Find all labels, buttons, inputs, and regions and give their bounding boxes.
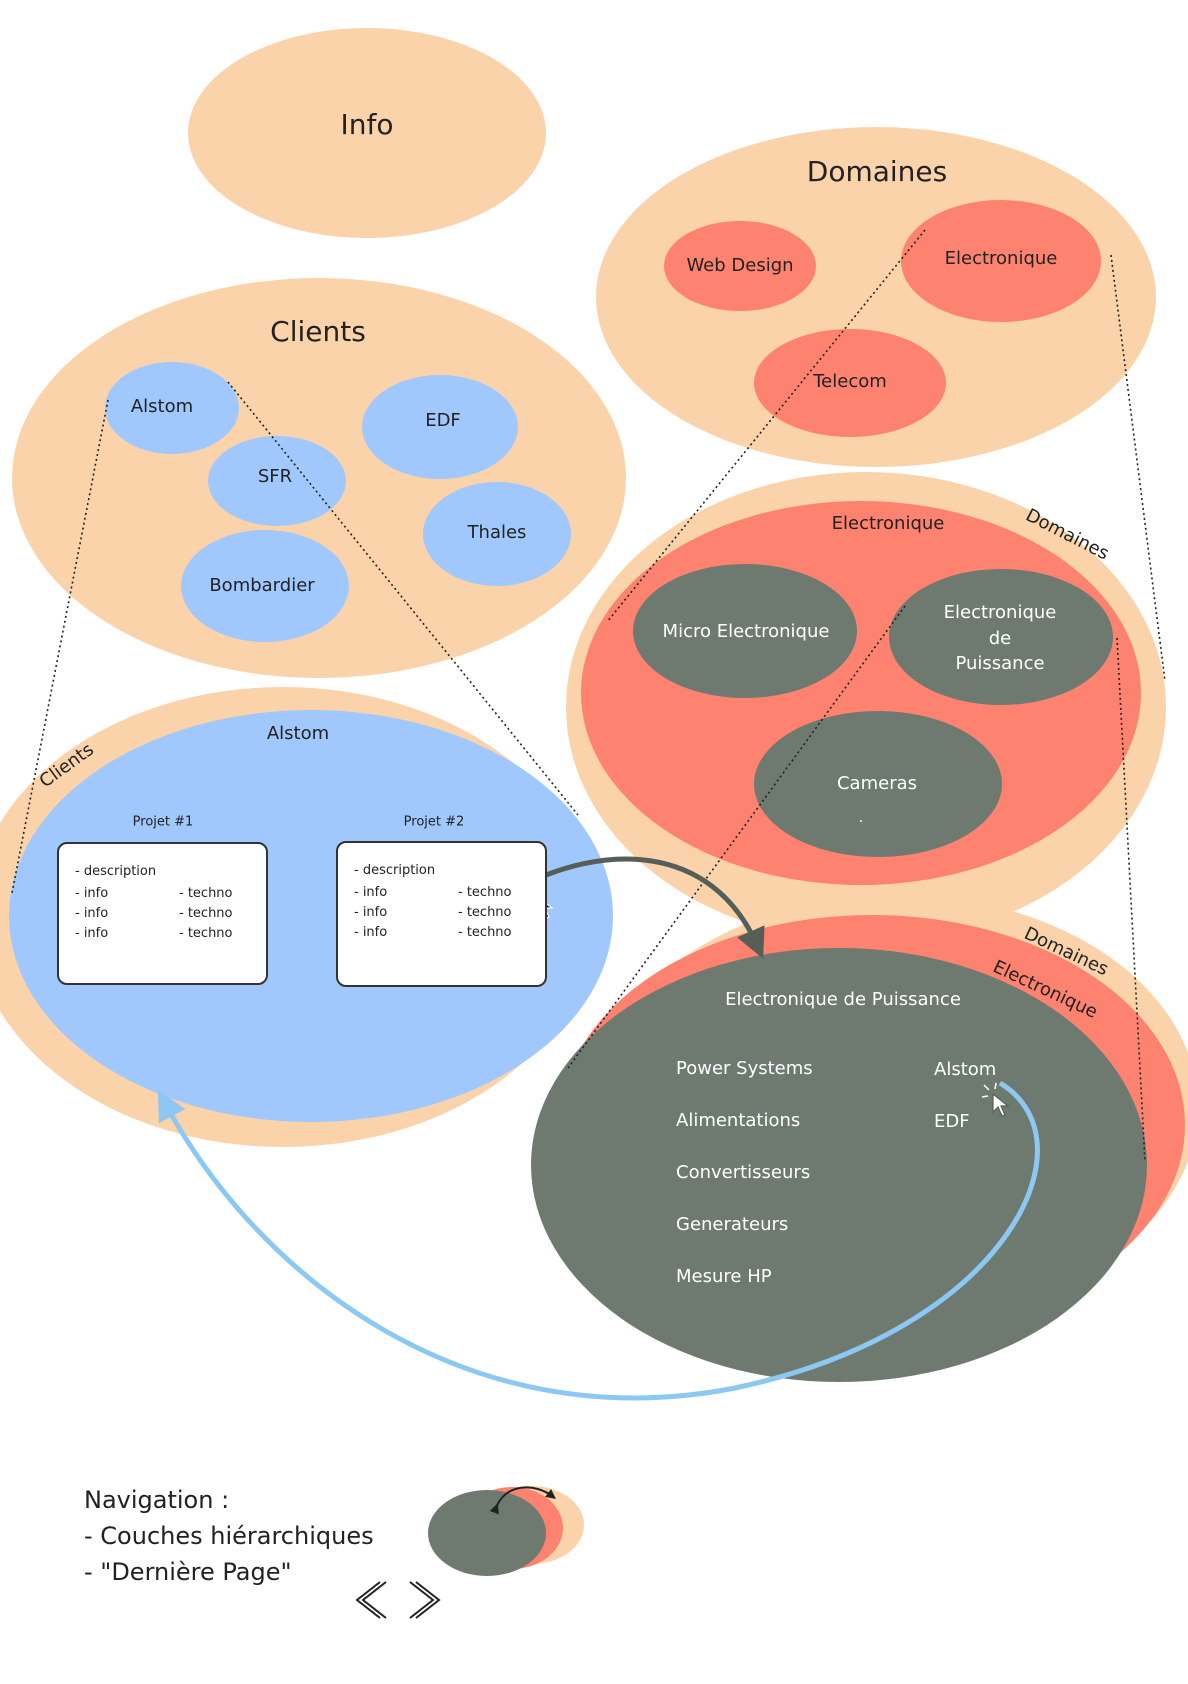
- client-edf[interactable]: EDF: [362, 375, 518, 479]
- cameras-node[interactable]: Cameras .: [754, 711, 1002, 857]
- micro-electronique-label: Micro Electronique: [663, 621, 830, 642]
- info-node[interactable]: Info: [188, 28, 546, 238]
- clients-node[interactable]: Clients Alstom EDF SFR Thales Bombardier: [12, 278, 626, 678]
- project-1-techno-list: - techno - techno - techno: [179, 884, 233, 944]
- alstom-layer[interactable]: Clients Alstom Projet #1 Projet #2: [0, 687, 613, 1147]
- project-1-card[interactable]: - description - info - info - info - tec…: [57, 842, 268, 985]
- puissance-item[interactable]: Convertisseurs: [676, 1162, 810, 1183]
- client-alstom[interactable]: Alstom: [105, 362, 239, 454]
- project-2-techno-list: - techno - techno - techno: [458, 883, 512, 943]
- puissance-layer[interactable]: Domaines Electronique Electronique de Pu…: [531, 895, 1188, 1382]
- puissance-items: Power SystemsAlimentationsConvertisseurs…: [676, 1058, 813, 1287]
- domain-telecom[interactable]: Telecom: [754, 329, 946, 437]
- legend: Navigation : - Couches hiérarchiques - "…: [84, 1482, 374, 1590]
- client-bombardier[interactable]: Bombardier: [181, 530, 349, 642]
- puissance-client[interactable]: Alstom: [934, 1059, 996, 1080]
- project-2-info-list: - info - info - info: [354, 883, 387, 943]
- alstom-layer-title: Alstom: [267, 723, 329, 744]
- puissance-item[interactable]: Alimentations: [676, 1110, 800, 1131]
- electronique-de-puissance-node[interactable]: Electronique de Puissance: [889, 569, 1113, 705]
- edp-label-line2: de: [989, 628, 1012, 649]
- electronique-layer[interactable]: Domaines Electronique Micro Electronique…: [566, 472, 1166, 942]
- project-2-description: - description: [354, 863, 436, 878]
- edp-label-line3: Puissance: [955, 653, 1044, 674]
- project-1-techno: - techno: [179, 926, 233, 941]
- cameras-label: Cameras: [837, 773, 917, 794]
- edp-label-line1: Electronique: [944, 602, 1057, 623]
- client-edf-label: EDF: [425, 410, 461, 431]
- project-1-info-list: - info - info - info: [75, 884, 108, 944]
- project-2-title: Projet #2: [404, 815, 465, 830]
- client-alstom-label: Alstom: [131, 396, 193, 417]
- project-2-card[interactable]: - description - info - info - info - tec…: [336, 841, 547, 987]
- connector-electronique-left: [567, 605, 906, 1069]
- domain-web-design[interactable]: Web Design: [664, 221, 816, 311]
- layers-icon: [428, 1486, 584, 1576]
- project-2-techno: - techno: [458, 925, 512, 940]
- puissance-item[interactable]: Generateurs: [676, 1214, 788, 1235]
- project-1-description: - description: [75, 864, 157, 879]
- project-1-title: Projet #1: [133, 815, 194, 830]
- project-2-techno: - techno: [458, 905, 512, 920]
- arrow-domain-to-client: [157, 1080, 1040, 1401]
- connector-clients-left: [11, 399, 109, 894]
- project-2-techno[interactable]: - techno: [458, 885, 512, 900]
- domaines-title: Domaines: [807, 155, 947, 188]
- project-2-info: - info: [354, 905, 388, 920]
- electronique-layer-title: Electronique: [832, 513, 945, 534]
- project-2-info: - info: [354, 925, 388, 940]
- client-thales-label: Thales: [467, 522, 527, 543]
- project-2-info: - info: [354, 885, 388, 900]
- project-1-techno: - techno: [179, 906, 233, 921]
- project-1-info: - info: [75, 926, 109, 941]
- puissance-item[interactable]: Power Systems: [676, 1058, 813, 1079]
- client-thales[interactable]: Thales: [423, 482, 571, 586]
- puissance-item[interactable]: Mesure HP: [676, 1266, 772, 1287]
- legend-item-layers: - Couches hiérarchiques: [84, 1522, 374, 1550]
- client-bombardier-label: Bombardier: [209, 575, 315, 596]
- domain-electronique[interactable]: Electronique: [901, 200, 1101, 322]
- project-1-techno: - techno: [179, 886, 233, 901]
- micro-electronique-node[interactable]: Micro Electronique: [633, 564, 857, 698]
- back-chevron-icon[interactable]: [355, 1581, 387, 1619]
- project-1-info: - info: [75, 906, 109, 921]
- client-sfr-label: SFR: [258, 466, 292, 487]
- domain-web-design-label: Web Design: [686, 255, 793, 276]
- legend-title: Navigation :: [84, 1486, 230, 1514]
- connector-domaines-left: [606, 229, 926, 623]
- client-sfr[interactable]: SFR: [208, 436, 346, 526]
- connector-domaines-right: [1110, 254, 1166, 682]
- puissance-title: Electronique de Puissance: [725, 989, 961, 1010]
- domain-electronique-label: Electronique: [945, 248, 1058, 269]
- legend-item-last-page: - "Dernière Page": [84, 1558, 292, 1586]
- cameras-dot: .: [859, 810, 863, 826]
- cursor-click-icon-white: [981, 1082, 1010, 1117]
- info-title: Info: [341, 108, 394, 141]
- forward-chevron-icon[interactable]: [409, 1581, 441, 1619]
- domain-telecom-label: Telecom: [812, 371, 887, 392]
- zoom-connectors: [11, 229, 1166, 1163]
- clients-title: Clients: [270, 315, 366, 348]
- project-1-info: - info: [75, 886, 109, 901]
- arrow-project-to-domain: [518, 856, 765, 959]
- domaines-node[interactable]: Domaines Web Design Electronique Telecom: [596, 127, 1156, 467]
- puissance-client[interactable]: EDF: [934, 1111, 970, 1132]
